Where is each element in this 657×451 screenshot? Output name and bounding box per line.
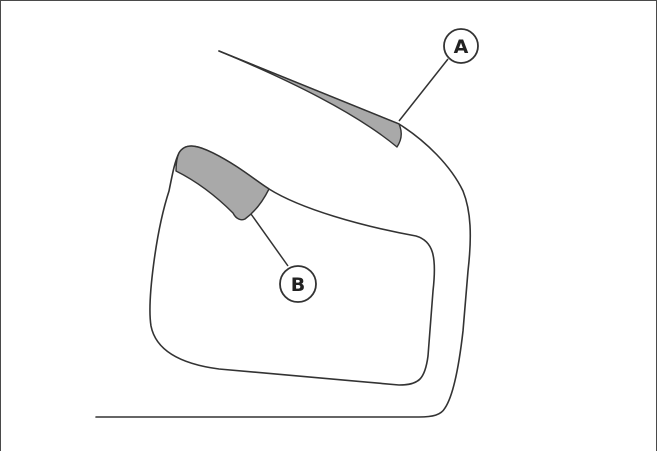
leader-line-a: [398, 58, 449, 122]
mirror-housing-outline: [95, 50, 472, 418]
callout-a: A: [443, 28, 479, 64]
callout-b-circle: [279, 265, 317, 303]
callout-a-label: A: [454, 36, 469, 58]
shaded-area-b: [175, 145, 270, 221]
leader-line-b: [250, 213, 289, 267]
shaded-area-a: [218, 50, 402, 148]
mirror-glass-outline: [149, 145, 436, 386]
callout-b: B: [279, 265, 317, 303]
callout-b-label: B: [291, 274, 305, 296]
callout-a-circle: [443, 28, 479, 64]
